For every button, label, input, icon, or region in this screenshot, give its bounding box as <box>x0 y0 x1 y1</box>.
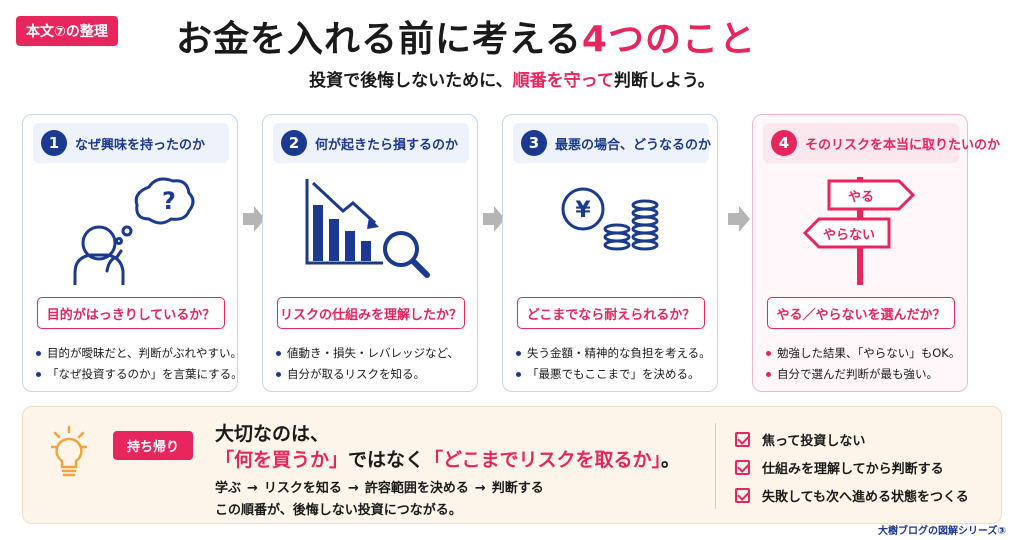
card-header: 2 何が起きたら損するのか <box>273 123 469 163</box>
arrow-text: → <box>474 481 486 496</box>
card-header: 4 そのリスクを本当に取りたいのか <box>763 123 1000 163</box>
card-header: 1 なぜ興味を持ったのか <box>33 123 229 163</box>
card-heading: 何が起きたら損するのか <box>315 137 459 153</box>
divider <box>715 423 716 509</box>
step-number: 2 <box>281 130 307 156</box>
step-number: 4 <box>771 130 797 156</box>
checklist-label: 焦って投資しない <box>762 433 866 449</box>
process-steps: 学ぶ → リスクを知る → 許容範囲を決める → 判断する <box>215 477 544 496</box>
arrow-right-icon <box>728 206 750 232</box>
subtitle-accent: 順番を守って <box>512 71 614 91</box>
section-badge: 本文⑦の整理 <box>16 16 118 46</box>
checklist: 焦って投資しない 仕組みを理解してから判断する 失敗しても次へ進める状態をつくる <box>735 425 969 509</box>
bullet-item: 「なぜ投資するのか」を言葉にする。 <box>35 364 243 385</box>
bullet-item: 自分が取るリスクを知る。 <box>275 364 475 385</box>
checkbox-icon <box>735 459 750 475</box>
step-number: 3 <box>521 130 547 156</box>
step-number: 1 <box>41 130 67 156</box>
key-phrase-end: 。 <box>660 449 680 471</box>
svg-text:?: ? <box>162 187 176 215</box>
checklist-item: 焦って投資しない <box>735 425 969 453</box>
check-question: 目的がはっきりしているか？ <box>37 297 225 329</box>
bullet-item: 目的が曖昧だと、判断がぶれやすい。 <box>35 343 242 364</box>
checkbox-icon <box>735 431 750 447</box>
page-subtitle: 投資で後悔しないために、順番を守って判断しよう。 <box>0 66 1024 91</box>
page-title: お金を入れる前に考える4つのこと <box>176 10 876 62</box>
thinking-person-icon: ? <box>73 177 195 285</box>
key-phrase-mid: ではなく <box>348 449 425 471</box>
title-main: お金を入れる前に考える <box>176 19 582 60</box>
check-question: やる／やらないを選んだか？ <box>767 297 955 329</box>
checklist-item: 失敗しても次へ進める状態をつくる <box>735 481 969 509</box>
process-step: 許容範囲を決める <box>364 481 469 496</box>
bullet-list: 目的が曖昧だと、判断がぶれやすい。 「なぜ投資するのか」を言葉にする。 <box>35 343 243 385</box>
sign-yes: やる <box>848 190 874 205</box>
card-step-3: 3 最悪の場合、どうなるのか ¥ どこまでなら耐えられるか？ 失う金額・精神的な… <box>502 114 718 392</box>
arrow-right-icon <box>483 206 505 232</box>
checklist-label: 仕組みを理解してから判断する <box>762 461 944 477</box>
bullet-item: 「最悪でもここまで」を決める。 <box>515 364 715 385</box>
bullet-item: 自分で選んだ判断が最も強い。 <box>765 364 965 385</box>
takeaway-lead: 大切なのは、 <box>215 423 330 445</box>
checkbox-icon <box>735 487 750 503</box>
yen-symbol: ¥ <box>575 198 591 223</box>
yen-coins-icon: ¥ <box>561 187 659 251</box>
conclusion-text: この順番が、後悔しない投資につながる。 <box>215 503 462 518</box>
card-step-4: 4 そのリスクを本当に取りたいのか やる やらない やる／やらないを選んだか？ … <box>752 114 1000 392</box>
bullet-item: 失う金額・精神的な負担を考える。 <box>515 343 715 364</box>
declining-chart-magnifier-icon <box>305 179 430 278</box>
lightbulb-icon <box>51 425 87 477</box>
takeaway-panel: 持ち帰り 大切なのは、 「何を買うか」ではなく「どこまでリスクを取るか」。 学ぶ… <box>22 406 1002 524</box>
bullet-list: 勉強した結果、「やらない」もOK。 自分で選んだ判断が最も強い。 <box>765 343 965 385</box>
process-step: リスクを知る <box>263 481 342 496</box>
check-question: どこまでなら耐えられるか？ <box>517 297 705 329</box>
process-step: 判断する <box>491 481 544 496</box>
key-phrase-2: 「どこまでリスクを取るか」 <box>424 449 661 471</box>
key-phrase-1: 「何を買うか」 <box>215 449 349 471</box>
bullet-list: 値動き・損失・レバレッジなど、 自分が取るリスクを知る。 <box>275 343 475 385</box>
card-header: 3 最悪の場合、どうなるのか <box>513 123 712 163</box>
subtitle-post: 判断しよう。 <box>613 71 715 91</box>
title-accent: 4つのこと <box>581 19 756 60</box>
bullet-item: 値動き・損失・レバレッジなど、 <box>275 343 475 364</box>
checklist-label: 失敗しても次へ進める状態をつくる <box>762 489 969 505</box>
card-step-1: 1 なぜ興味を持ったのか ? 目的がはっきりしているか？ 目的が曖昧だと、判断が… <box>22 114 243 392</box>
bullet-list: 失う金額・精神的な負担を考える。 「最悪でもここまで」を決める。 <box>515 343 715 385</box>
bullet-item: 勉強した結果、「やらない」もOK。 <box>765 343 965 364</box>
card-step-2: 2 何が起きたら損するのか リスクの仕組みを理解したか？ 値動き・損失・レバレッ… <box>262 114 478 392</box>
sign-no: やらない <box>823 228 875 243</box>
takeaway-key-message: 「何を買うか」ではなく「どこまでリスクを取るか」。 <box>215 445 680 472</box>
series-footer: 大樹ブログの図解シリーズ③ <box>878 526 1006 537</box>
arrow-right-icon <box>243 206 265 232</box>
card-heading: なぜ興味を持ったのか <box>75 137 206 153</box>
card-heading: 最悪の場合、どうなるのか <box>555 137 712 153</box>
process-step: 学ぶ <box>215 481 242 496</box>
arrow-text: → <box>347 481 359 496</box>
takeaway-badge: 持ち帰り <box>113 431 194 460</box>
card-heading: そのリスクを本当に取りたいのか <box>805 137 1001 153</box>
check-question: リスクの仕組みを理解したか？ <box>277 297 465 329</box>
checklist-item: 仕組みを理解してから判断する <box>735 453 969 481</box>
signpost-icon: やる やらない <box>802 177 916 285</box>
subtitle-pre: 投資で後悔しないために、 <box>309 71 513 91</box>
arrow-text: → <box>247 481 258 496</box>
